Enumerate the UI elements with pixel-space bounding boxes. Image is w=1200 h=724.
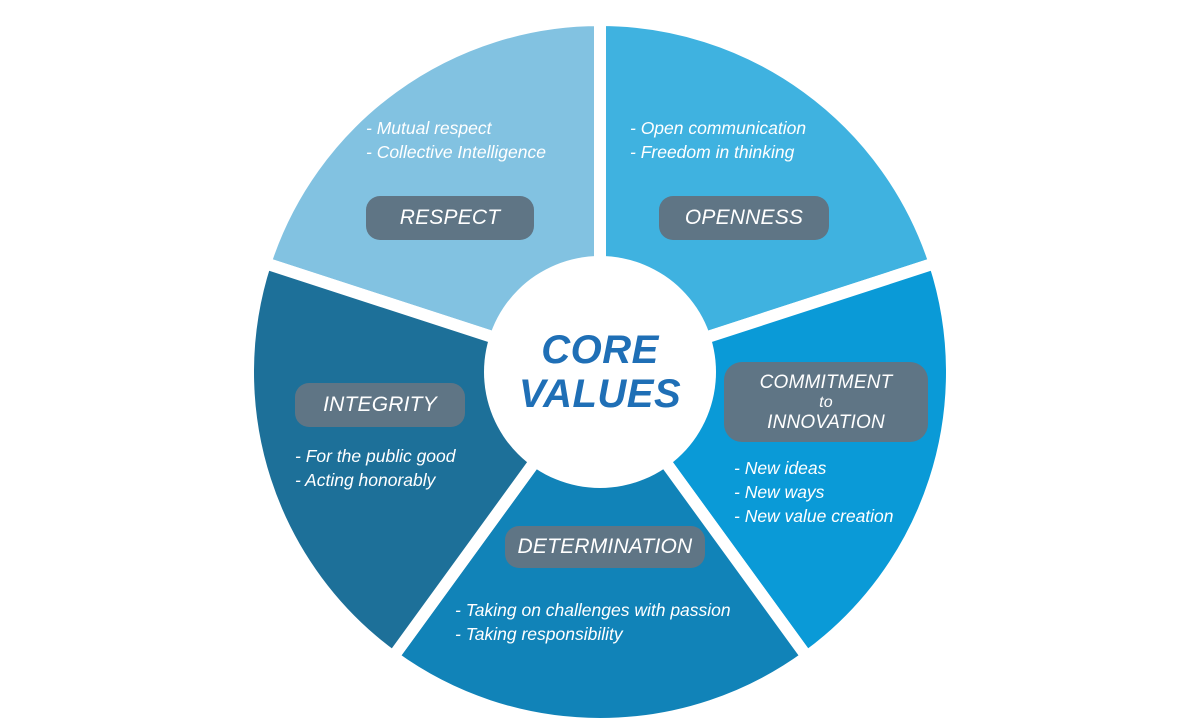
integrity-label: INTEGRITY	[295, 383, 465, 427]
determination-bullets: - Taking on challenges with passion - Ta…	[455, 598, 731, 646]
respect-bullet-1: - Mutual respect	[366, 118, 492, 138]
determination-label: DETERMINATION	[505, 526, 705, 568]
commitment-label-line3: INNOVATION	[767, 411, 885, 433]
respect-bullets: - Mutual respect - Collective Intelligen…	[366, 116, 546, 164]
center-title: CORE VALUES	[490, 292, 710, 452]
respect-bullet-2: - Collective Intelligence	[366, 142, 546, 162]
openness-label: OPENNESS	[659, 196, 829, 240]
center-title-line2: VALUES	[518, 372, 682, 416]
openness-bullet-1: - Open communication	[630, 118, 807, 138]
commitment-bullet-2: - New ways	[734, 482, 825, 502]
integrity-bullet-2: - Acting honorably	[295, 470, 436, 490]
commitment-bullet-3: - New value creation	[734, 506, 894, 526]
determination-bullet-2: - Taking responsibility	[455, 624, 623, 644]
center-circle	[484, 256, 716, 488]
determination-bullet-1: - Taking on challenges with passion	[455, 600, 731, 620]
commitment-label-line1: COMMITMENT	[759, 371, 893, 393]
respect-label: RESPECT	[366, 196, 534, 240]
commitment-label-line2: to	[819, 393, 833, 411]
integrity-bullets: - For the public good - Acting honorably	[295, 444, 456, 492]
openness-bullets: - Open communication - Freedom in thinki…	[630, 116, 806, 164]
center-title-line1: CORE	[541, 328, 659, 372]
openness-bullet-2: - Freedom in thinking	[630, 142, 795, 162]
commitment-bullet-1: - New ideas	[734, 458, 827, 478]
commitment-label: COMMITMENT to INNOVATION	[724, 362, 928, 442]
integrity-bullet-1: - For the public good	[295, 446, 456, 466]
commitment-bullets: - New ideas - New ways - New value creat…	[734, 456, 894, 528]
